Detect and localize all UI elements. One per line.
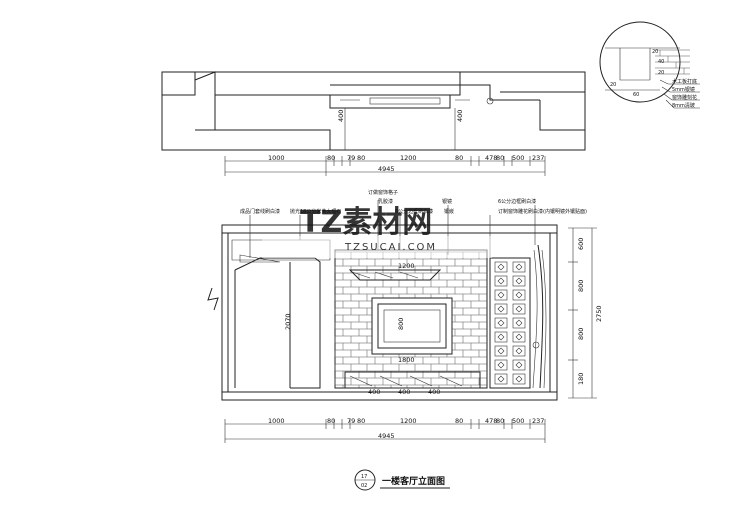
top-total: 4945 bbox=[378, 165, 395, 173]
bottom-seg-5: 1200 bbox=[400, 417, 417, 425]
top-seg-8: 80 bbox=[496, 154, 504, 162]
plan-height-right: 400 bbox=[456, 110, 464, 122]
curtain bbox=[532, 244, 547, 389]
detail-dim-5: 20 bbox=[610, 82, 616, 88]
lattice-panel bbox=[489, 257, 531, 389]
drawing-title: 17 02 一楼客厅立面图 bbox=[354, 469, 450, 491]
height-seg-1: 600 bbox=[577, 238, 585, 250]
plan-section: 400 400 bbox=[161, 71, 586, 151]
bottom-seg-4: 80 bbox=[357, 417, 365, 425]
height-seg-3: 800 bbox=[577, 328, 585, 340]
label-custom-grille: 订制窗饰雕花刷白漆(内镶明镜外镶贴面) bbox=[498, 208, 587, 215]
top-dimension-chain: 1000 80 79 80 1200 80 478 80 500 237 494… bbox=[224, 154, 546, 176]
top-seg-9: 500 bbox=[512, 154, 524, 162]
tv-frame-width: 1200 bbox=[398, 262, 415, 270]
base-seg-3: 400 bbox=[428, 388, 440, 396]
bottom-seg-6: 80 bbox=[455, 417, 463, 425]
height-seg-2: 800 bbox=[577, 280, 585, 292]
drawing-title-text: 一楼客厅立面图 bbox=[382, 475, 445, 487]
detail-leaders: 木工板打底 5mm银镜 窗饰雕刻花 8mm清玻 bbox=[659, 78, 700, 109]
label-strip-paint: 6公分边框刷白漆 bbox=[395, 208, 433, 215]
detail-label-3: 窗饰雕刻花 bbox=[672, 94, 697, 101]
top-seg-3: 79 bbox=[347, 154, 355, 162]
bottom-seg-3: 79 bbox=[347, 417, 355, 425]
elevation-outline: 2070 bbox=[207, 224, 558, 401]
top-seg-2: 80 bbox=[327, 154, 335, 162]
bottom-seg-9: 500 bbox=[512, 417, 524, 425]
height-seg-4: 180 bbox=[577, 373, 585, 385]
watermark-sub: TZSUCAI.COM bbox=[344, 242, 437, 253]
label-mirror: 银镜 bbox=[442, 198, 452, 205]
detail-dim-4: 60 bbox=[633, 92, 639, 98]
top-seg-1: 1000 bbox=[268, 154, 285, 162]
tv-height: 800 bbox=[397, 318, 405, 330]
bottom-seg-7: 478 bbox=[485, 417, 497, 425]
brick-wall: 800 1200 1800 400 400 400 bbox=[334, 249, 488, 396]
label-marble: 抛光18公分米黄大理石 bbox=[290, 208, 341, 215]
height-total: 2750 bbox=[595, 305, 603, 322]
material-callouts: 成品门套线刷白漆 抛光18公分米黄大理石 订做窗饰格子 乳胶漆 6公分边框刷白漆… bbox=[240, 189, 587, 258]
detail-dim-2: 40 bbox=[658, 59, 664, 65]
bottom-total: 4945 bbox=[378, 432, 395, 440]
top-seg-4: 80 bbox=[357, 154, 365, 162]
bottom-seg-1: 1000 bbox=[268, 417, 285, 425]
right-dimension-chain: 600 800 800 180 2750 bbox=[568, 227, 603, 399]
bottom-seg-10: 237 bbox=[532, 417, 544, 425]
label-embedded: 镶嵌 bbox=[444, 208, 454, 215]
label-finished-door: 成品门套线刷白漆 bbox=[240, 208, 280, 215]
top-seg-10: 237 bbox=[532, 154, 544, 162]
watermark-main: TZ素材网 bbox=[300, 205, 432, 240]
top-seg-5: 1200 bbox=[400, 154, 417, 162]
bottom-seg-2: 80 bbox=[327, 417, 335, 425]
top-seg-6: 80 bbox=[455, 154, 463, 162]
detail-label-4: 8mm清玻 bbox=[672, 102, 695, 109]
detail-label-1: 木工板打底 bbox=[672, 78, 697, 85]
top-seg-7: 478 bbox=[485, 154, 497, 162]
bottom-dimension-chain: 1000 80 79 80 1200 80 478 80 500 237 494… bbox=[224, 417, 546, 443]
detail-dim-1: 20 bbox=[652, 49, 658, 55]
label-wood-grille: 订做窗饰格子 bbox=[368, 189, 398, 196]
base-width: 1800 bbox=[398, 356, 415, 364]
title-symbol-top: 17 bbox=[361, 474, 367, 480]
plan-height-left: 400 bbox=[337, 110, 345, 122]
detail-dim-3: 20 bbox=[658, 70, 664, 76]
base-seg-1: 400 bbox=[368, 388, 380, 396]
detail-label-2: 5mm银镜 bbox=[672, 86, 695, 93]
bottom-seg-8: 80 bbox=[496, 417, 504, 425]
title-symbol-bottom: 02 bbox=[361, 483, 367, 489]
base-seg-2: 400 bbox=[398, 388, 410, 396]
label-white-paint: 乳胶漆 bbox=[378, 198, 393, 205]
door-height: 2070 bbox=[284, 313, 292, 330]
detail-callout: 20 40 20 60 20 木工板打底 5mm银镜 窗饰雕刻花 8mm清玻 bbox=[599, 21, 700, 109]
watermark: TZ素材网 TZSUCAI.COM bbox=[262, 205, 492, 258]
label-side-frame: 6公分边框刷白漆 bbox=[498, 198, 536, 205]
